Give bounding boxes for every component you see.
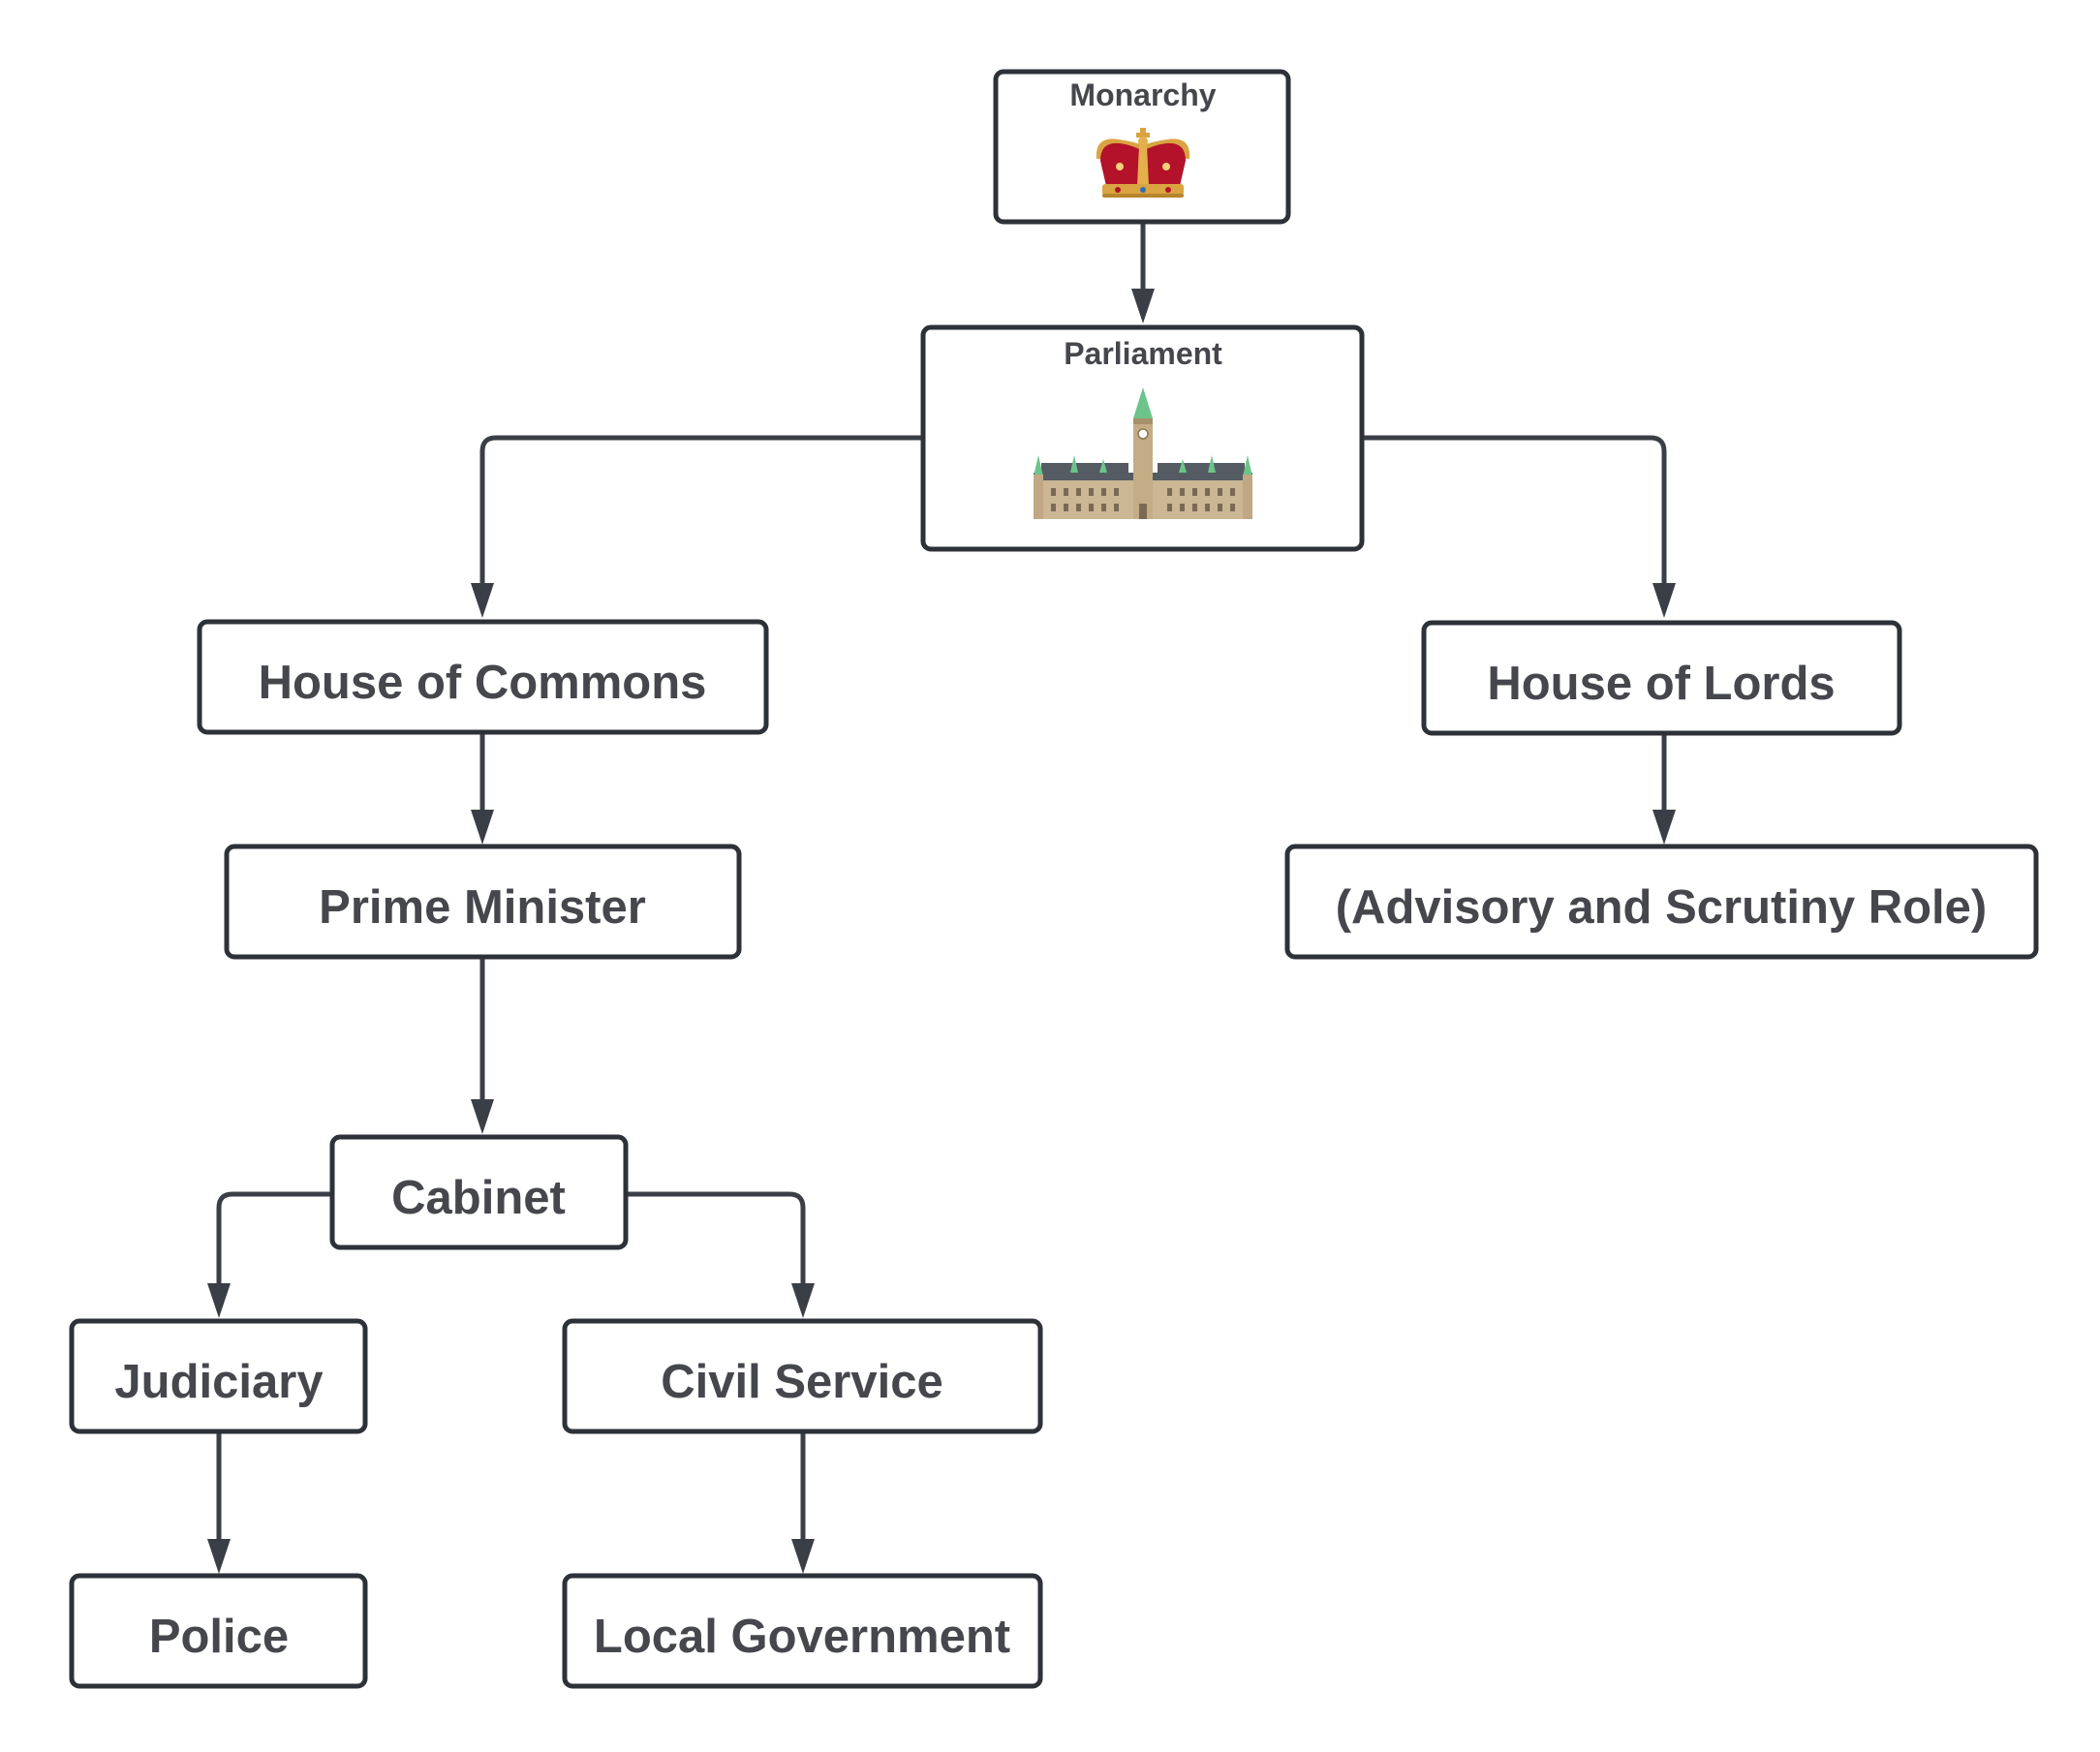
node-label-civil-service: Civil Service (661, 1356, 942, 1408)
node-cabinet[interactable]: Cabinet (329, 1134, 629, 1250)
node-label-judiciary: Judiciary (114, 1356, 323, 1408)
arrowhead (791, 1283, 815, 1318)
node-box (224, 844, 742, 960)
arrowhead (791, 1539, 815, 1574)
node-judiciary[interactable]: Judiciary (69, 1318, 368, 1434)
node-box (1421, 620, 1902, 736)
node-label-monarchy: Monarchy (1069, 77, 1216, 112)
node-parliament[interactable]: Parliament (920, 324, 1365, 552)
node-box (197, 619, 769, 735)
arrowhead (471, 583, 494, 618)
node-box (329, 1134, 629, 1250)
node-police[interactable]: Police (69, 1573, 368, 1689)
node-local-government[interactable]: Local Government (562, 1573, 1043, 1689)
node-label-local-government: Local Government (594, 1611, 1010, 1663)
parliament-building-icon (1034, 387, 1252, 519)
node-box (562, 1318, 1043, 1434)
arrowhead (1131, 289, 1155, 323)
node-label-house-of-commons: House of Commons (259, 657, 707, 709)
arrowhead (471, 810, 494, 845)
node-advisory-scrutiny-role[interactable]: (Advisory and Scrutiny Role) (1284, 844, 2039, 960)
node-box (562, 1573, 1043, 1689)
edge-cabinet-judiciary (216, 1191, 332, 1285)
crown-icon (1096, 128, 1190, 198)
node-box (69, 1318, 368, 1434)
node-label-cabinet: Cabinet (391, 1172, 566, 1224)
node-label-advisory-scrutiny-role: (Advisory and Scrutiny Role) (1336, 881, 1988, 934)
node-monarchy[interactable]: Monarchy (993, 69, 1291, 225)
node-prime-minister[interactable]: Prime Minister (224, 844, 742, 960)
node-house-of-commons[interactable]: House of Commons (197, 619, 769, 735)
arrowhead (207, 1283, 231, 1318)
edge-parliament-commons (479, 435, 923, 586)
node-box (1284, 844, 2039, 960)
arrowhead (1652, 810, 1676, 845)
node-label-house-of-lords: House of Lords (1487, 658, 1835, 710)
node-label-police: Police (149, 1611, 289, 1663)
node-civil-service[interactable]: Civil Service (562, 1318, 1043, 1434)
arrowhead (1652, 583, 1676, 618)
arrowhead (471, 1099, 494, 1134)
node-label-parliament: Parliament (1064, 336, 1222, 371)
edge-parliament-lords (1362, 435, 1667, 586)
arrowhead (207, 1539, 231, 1574)
node-label-prime-minister: Prime Minister (319, 881, 646, 934)
node-box (69, 1573, 368, 1689)
connectors (207, 222, 1676, 1574)
edge-cabinet-civil-service (626, 1191, 806, 1285)
node-house-of-lords[interactable]: House of Lords (1421, 620, 1902, 736)
